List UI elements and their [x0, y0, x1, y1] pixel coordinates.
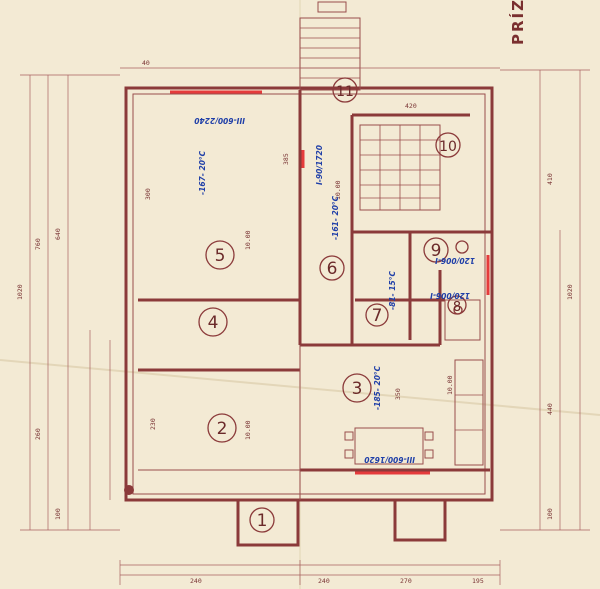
- dim-right-c: 440: [546, 403, 554, 415]
- dim-bottom-c: 270: [400, 577, 412, 585]
- dim-left-c: 260: [34, 428, 42, 440]
- dim-left-d: 100: [54, 508, 62, 520]
- room-number-10: 10: [439, 139, 457, 155]
- room-numbers: 5 4 2 1 3 6 7 8 9 10 11: [198, 77, 467, 533]
- window-markers: [170, 90, 490, 475]
- dim-sill-b: 10.00: [244, 420, 252, 440]
- note-room5-window: III-600/2240: [194, 116, 245, 125]
- room-number-9: 9: [431, 241, 442, 261]
- room-number-7: 7: [372, 306, 383, 326]
- dim-room5-h: 385: [282, 153, 290, 165]
- dining-table: [344, 427, 434, 465]
- dim-top-a: 40: [142, 59, 150, 67]
- room-number-4: 4: [208, 313, 219, 333]
- dimension-lines-right: [500, 69, 590, 531]
- stair-block: [359, 124, 441, 211]
- dim-left-total: 1020: [16, 284, 24, 300]
- dimension-lines-left: [20, 74, 120, 531]
- note-room7-heat: -81- 15°C: [388, 271, 397, 310]
- room-number-8: 8: [453, 300, 461, 315]
- room-number-3: 3: [352, 379, 363, 399]
- dim-top-b: 420: [405, 102, 417, 110]
- note-room6-window: I-90/1720: [315, 145, 324, 185]
- kitchen-units: [454, 359, 484, 466]
- dim-sill-c: 10.00: [334, 180, 342, 200]
- note-room5-heat: -167- 20°C: [198, 150, 207, 195]
- note-room6-heat: -161- 20°C: [331, 195, 340, 240]
- dim-bottom-a: 240: [190, 577, 202, 585]
- bathroom-fixtures: [444, 240, 481, 341]
- dim-bottom-d: 195: [472, 577, 484, 585]
- dim-sill-a: 10.00: [244, 230, 252, 250]
- corner-marker: [124, 485, 134, 495]
- top-stairs: [299, 1, 361, 91]
- dim-left-a: 760: [34, 238, 42, 250]
- outer-walls: [124, 86, 494, 547]
- room-number-11: 11: [336, 84, 354, 100]
- dimension-lines-bottom: [119, 67, 501, 585]
- room-number-5: 5: [215, 246, 226, 266]
- dim-room5-w: 300: [144, 188, 152, 200]
- dim-room2-w: 230: [149, 418, 157, 430]
- room-number-2: 2: [217, 419, 228, 439]
- room-number-1: 1: [257, 511, 268, 531]
- dim-bottom-b: 240: [318, 577, 330, 585]
- dim-left-b: 640: [54, 228, 62, 240]
- note-room3-heat: -185- 20°C: [373, 365, 382, 410]
- dim-right-b: 1020: [566, 284, 574, 300]
- drawing-title: PRÍZE: [508, 0, 527, 45]
- note-room9-window: 120/006-I: [435, 256, 475, 265]
- note-room8-window: 120/006-I: [430, 291, 470, 300]
- room-number-6: 6: [327, 259, 338, 279]
- dim-right-a: 410: [546, 173, 554, 185]
- note-room3-window: III-600/1620: [364, 455, 415, 464]
- dim-room3-h: 350: [394, 388, 402, 400]
- dim-right-d: 100: [546, 508, 554, 520]
- interior-walls: [138, 90, 492, 500]
- dim-sill-d: 10.00: [446, 375, 454, 395]
